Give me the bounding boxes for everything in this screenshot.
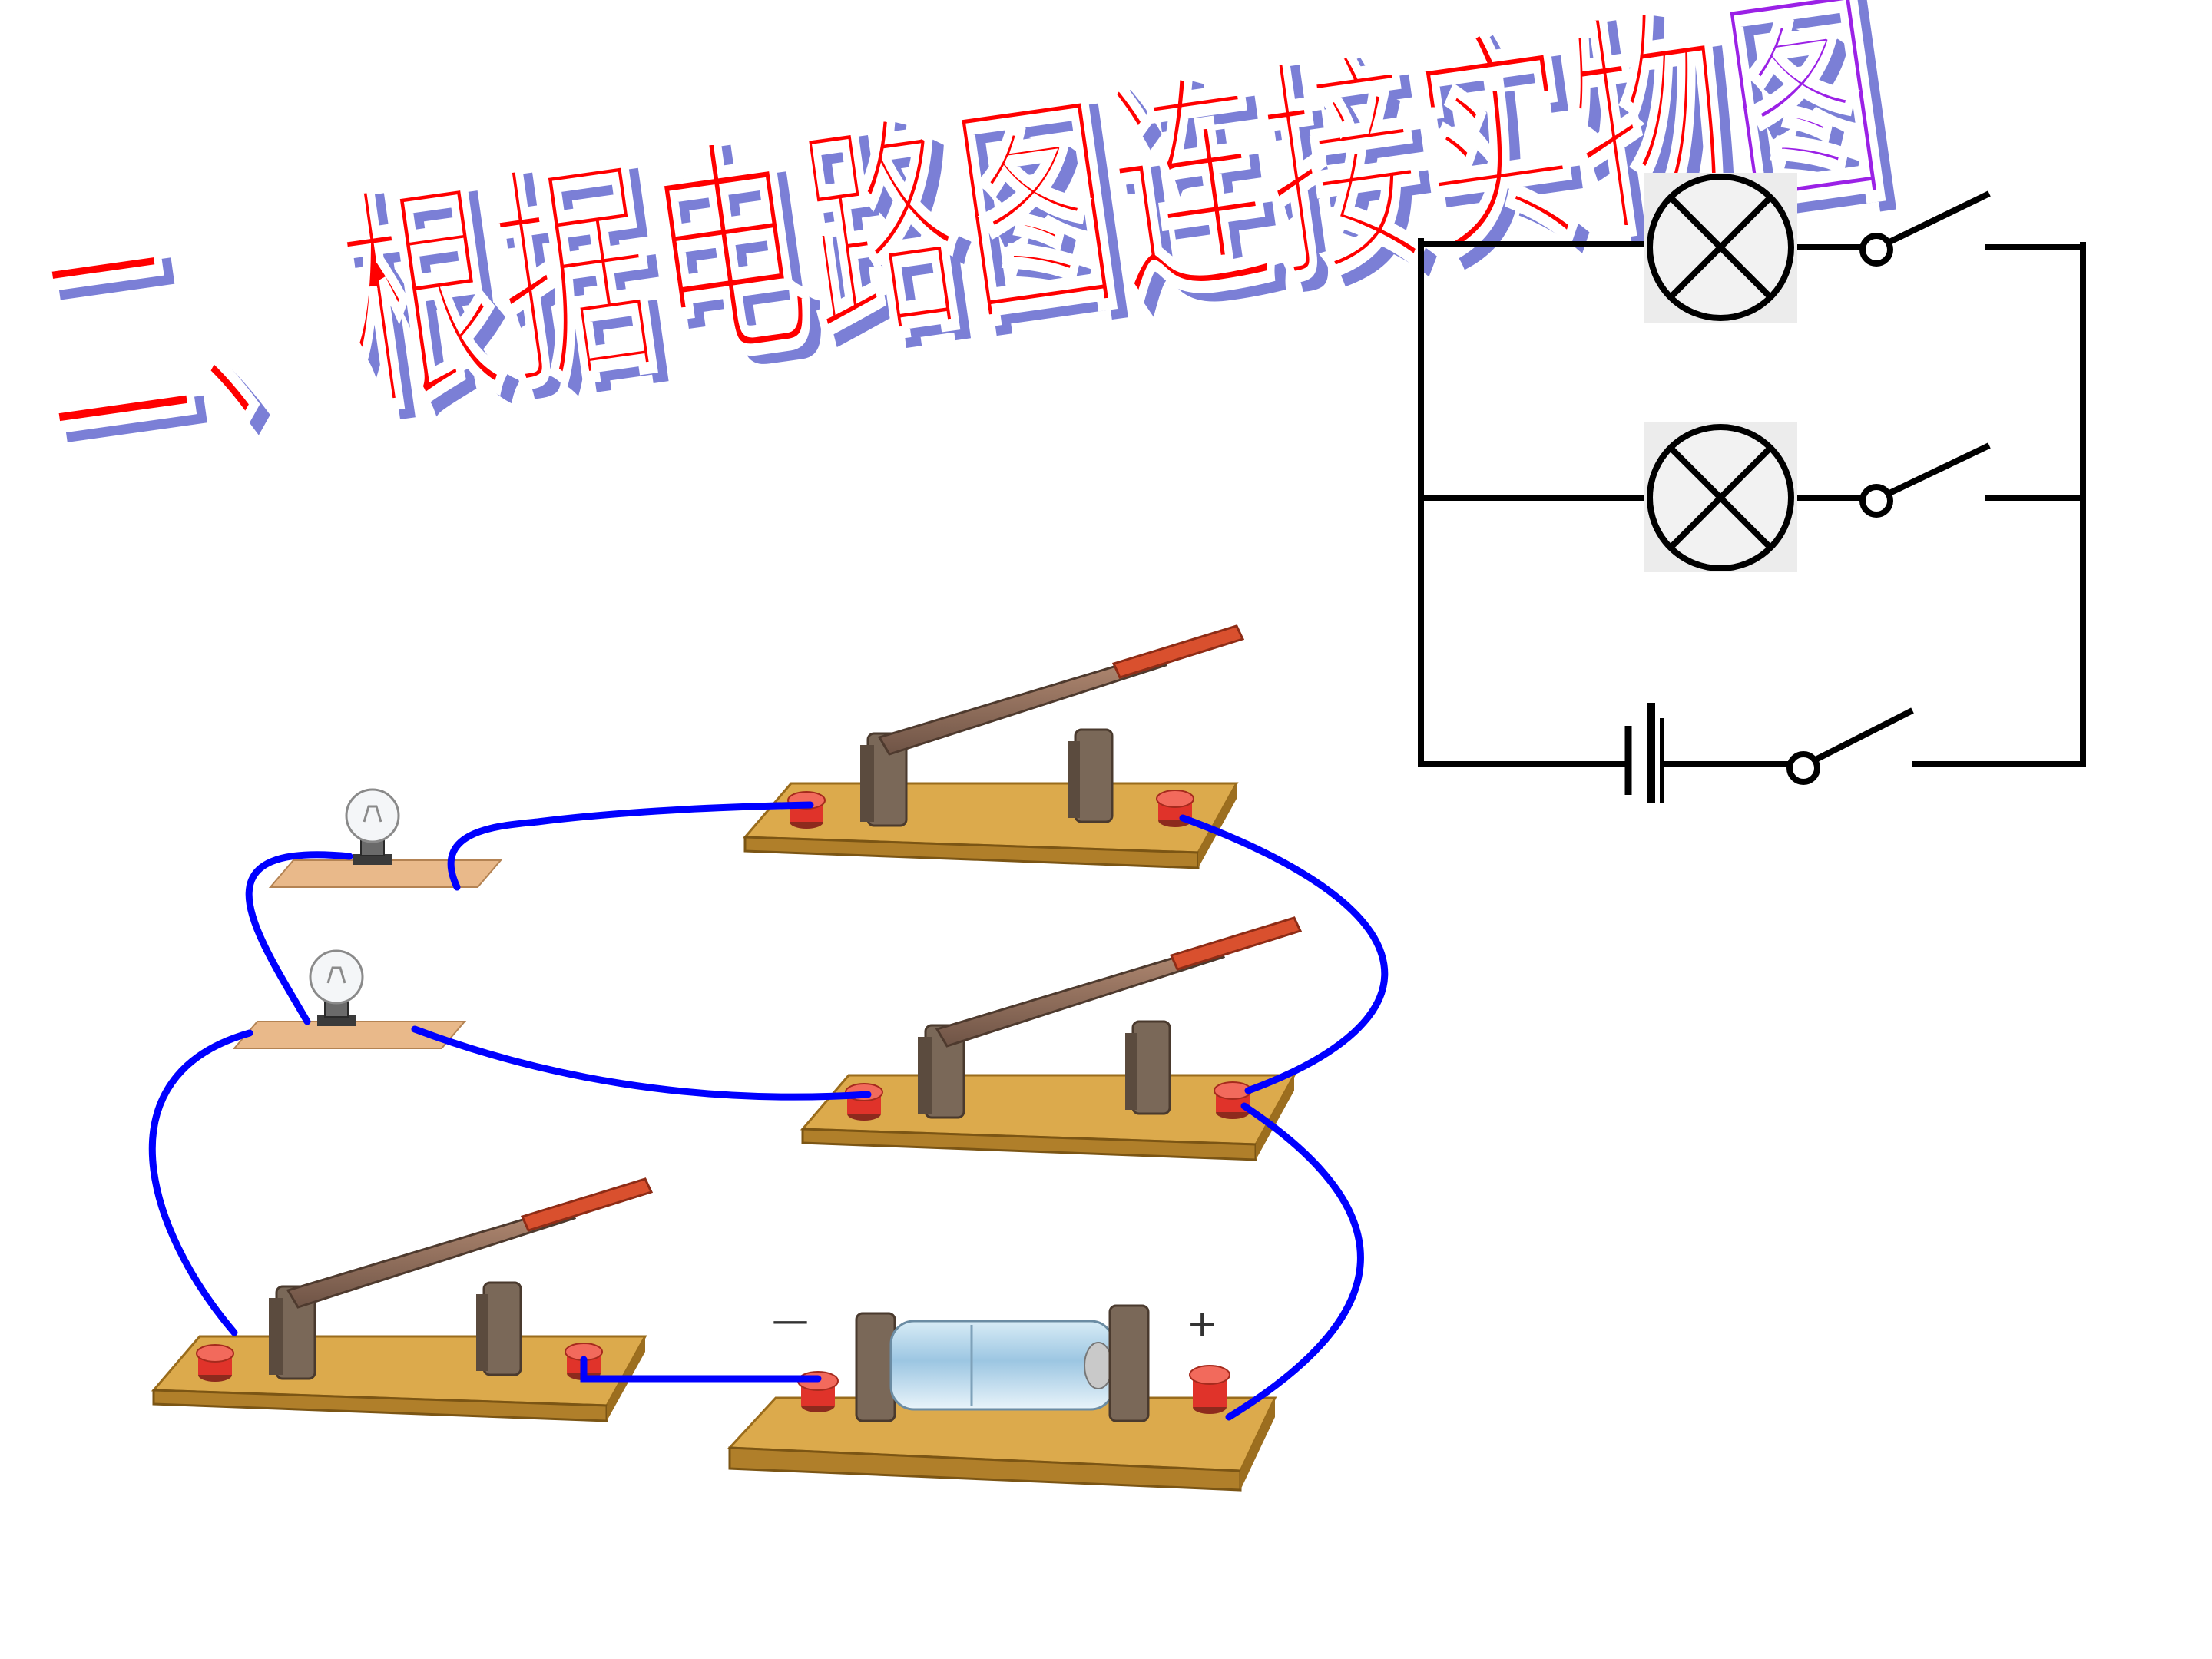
wire-switch2-battery: [1225, 1102, 1364, 1421]
schematic-diagram: [1418, 173, 2086, 803]
switch-symbol: [1859, 442, 1991, 518]
knife-switch-1: [743, 624, 1244, 869]
wire-switch3-battery: [580, 1356, 822, 1382]
battery-holder: [727, 1304, 1277, 1492]
knife-switch-3: [152, 1177, 653, 1422]
knife-switch-2: [801, 916, 1302, 1161]
battery-positive-label: +: [1187, 1303, 1217, 1346]
battery-symbol: [1624, 703, 1664, 803]
wire-bulb2-switch2: [411, 1025, 872, 1101]
switch-symbol: [1786, 707, 1914, 785]
battery-negative-label: —: [772, 1299, 809, 1342]
lamp-symbol: [1644, 173, 1797, 323]
wire-switch1-switch2: [1179, 814, 1389, 1094]
switch-symbol: [1859, 190, 1991, 267]
wire-bulb2-switch3: [148, 1029, 253, 1336]
lamp-symbol: [1644, 422, 1797, 572]
wire-bulb1-switch1: [447, 801, 814, 891]
wire-bulb1-bulb2: [245, 851, 353, 1025]
